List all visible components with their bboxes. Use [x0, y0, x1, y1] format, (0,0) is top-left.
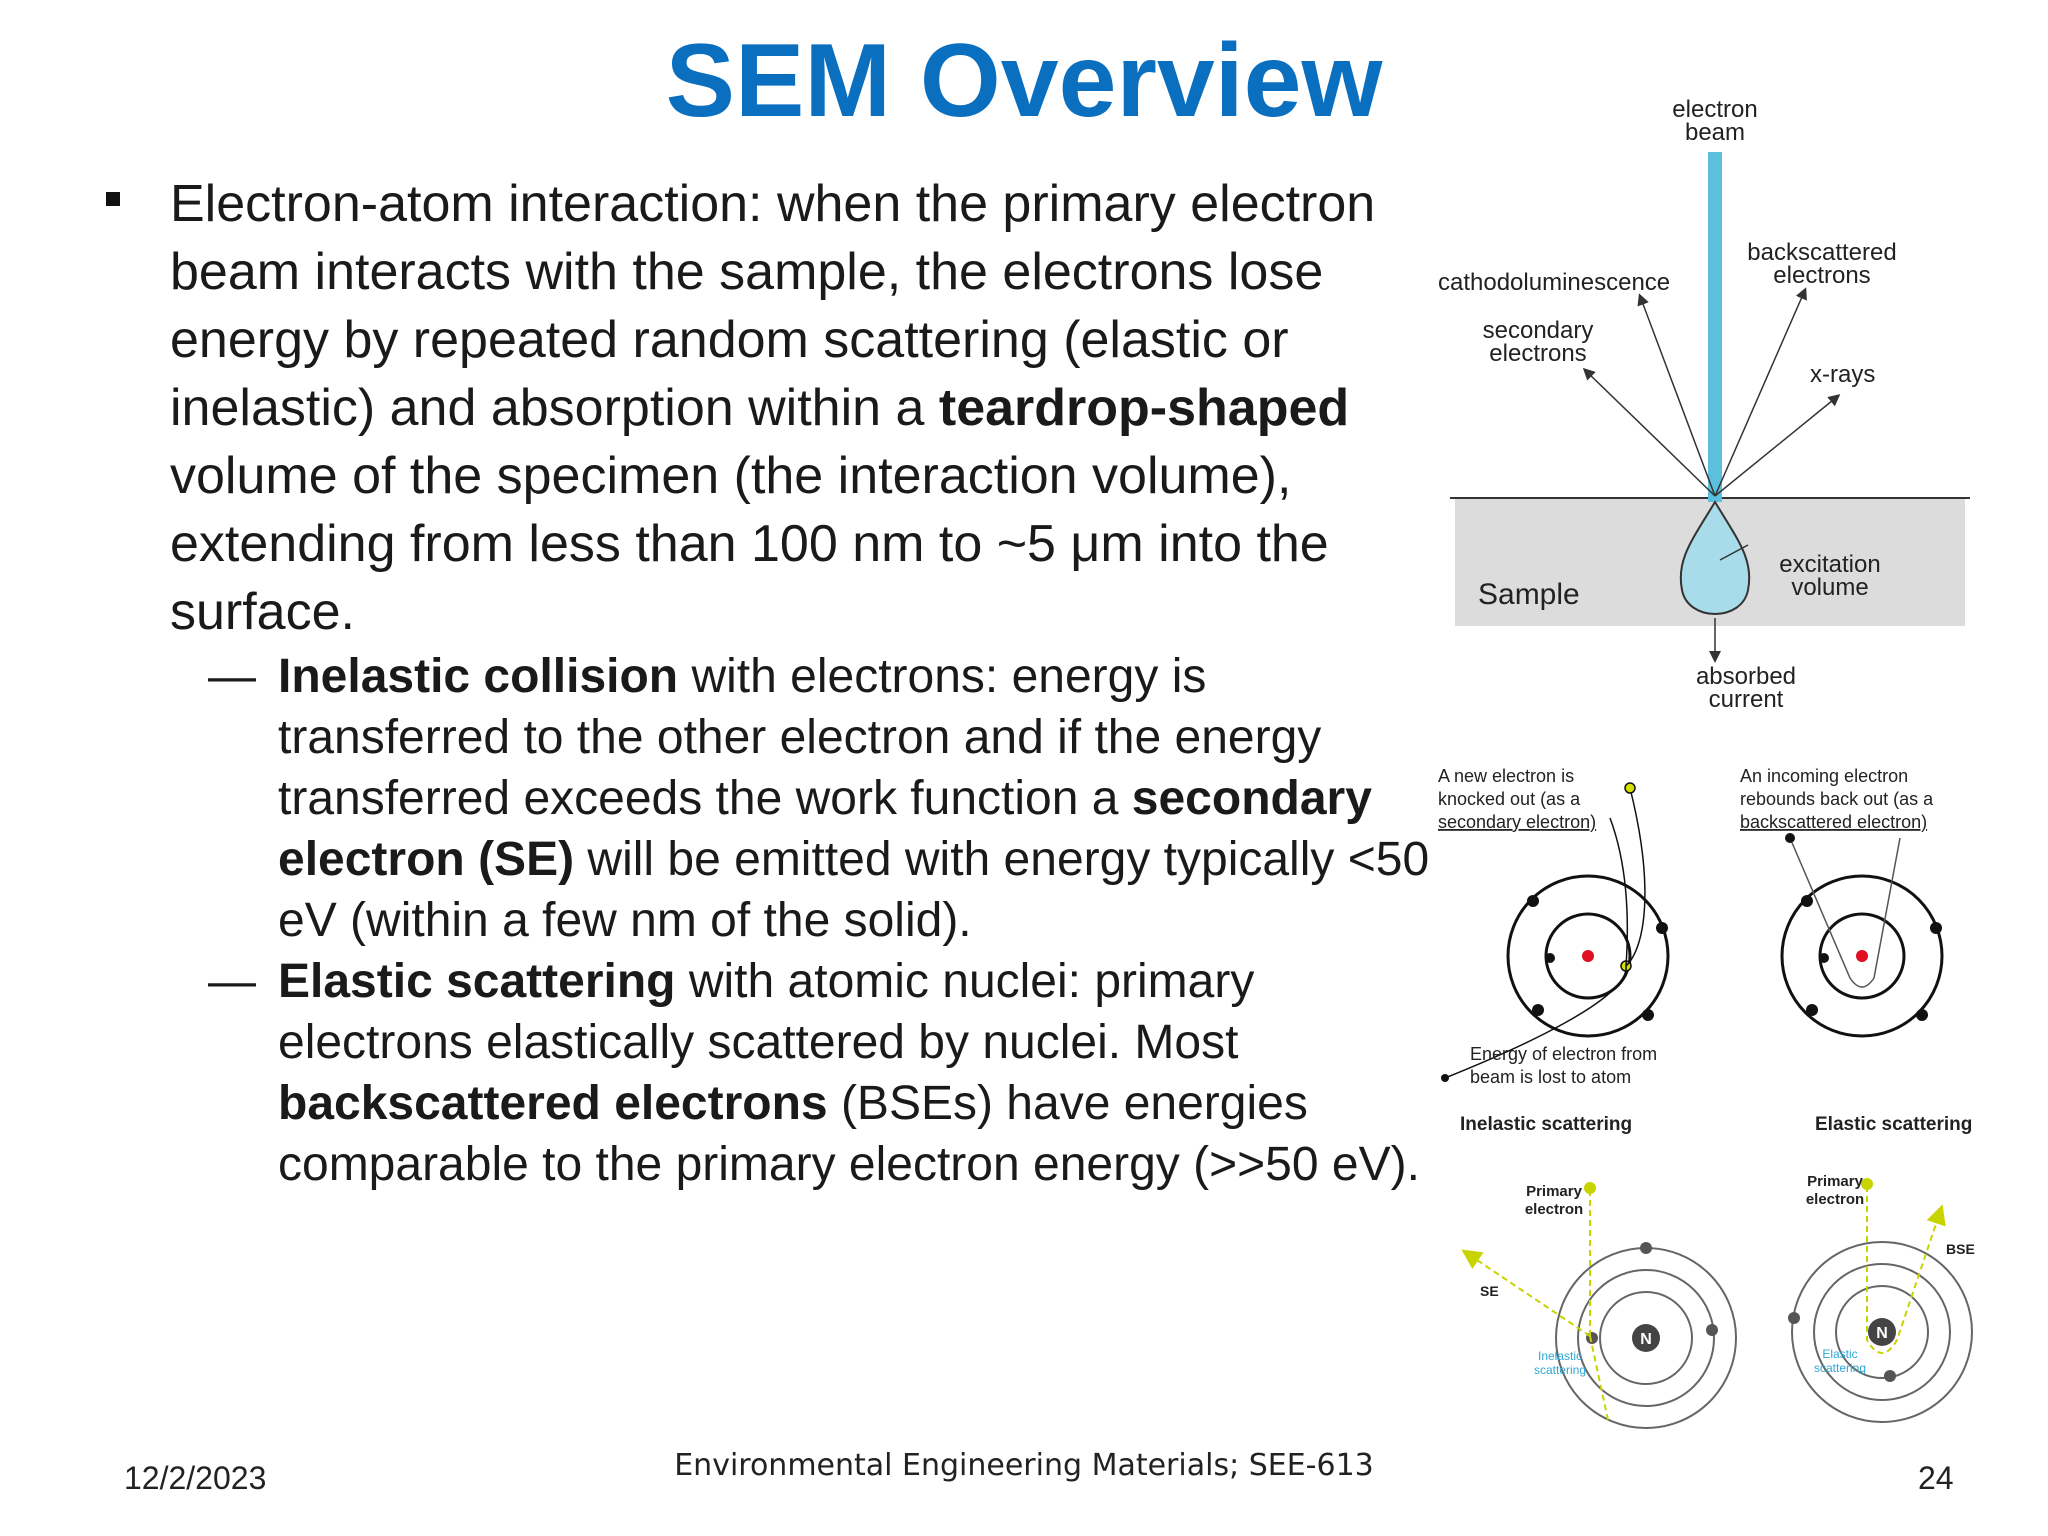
label-excitation-2: volume — [1791, 574, 1868, 601]
secondary-path-left — [1625, 787, 1646, 967]
label-absorbed-2: current — [1709, 686, 1784, 713]
label-elastic-1: Elastic — [1822, 1347, 1857, 1361]
electron-dot — [1527, 895, 1539, 907]
sub2-text-1: with atomic nuclei: primary electrons el… — [278, 955, 1255, 1069]
sub2-text-2: (BSEs) have energies comparable to the p… — [278, 1077, 1420, 1191]
bohr-atom-left: N — [1555, 1242, 1737, 1429]
dash-icon: — — [208, 650, 256, 703]
electron-dot — [1785, 833, 1795, 843]
energy-caption-2: beam is lost to atom — [1470, 1067, 1631, 1087]
nucleus-left-bohr — [1632, 1324, 1660, 1352]
inelastic-caption: Inelastic scattering — [1460, 1114, 1632, 1135]
label-elastic-2: scattering — [1814, 1361, 1866, 1375]
label-bse: BSE — [1946, 1241, 1975, 1257]
sub-bullet-elastic: — Elastic scattering with atomic nuclei:… — [100, 951, 1430, 1195]
label-electron-beam-1: electron — [1672, 96, 1757, 123]
label-excitation-1: excitation — [1779, 551, 1880, 578]
primary-electron-dot — [1584, 1182, 1596, 1194]
outer-shell-left — [1506, 874, 1670, 1038]
electron-dot — [1642, 1009, 1654, 1021]
footer-page-number: 24 — [1918, 1460, 1954, 1496]
nucleus-label-right: N — [1876, 1325, 1888, 1342]
se-emission-arrow — [1461, 1249, 1591, 1337]
label-bse-1: backscattered — [1747, 239, 1896, 266]
right-caption-1: An incoming electron — [1740, 766, 1908, 786]
sub2-bold-1: Elastic scattering — [278, 955, 676, 1008]
ejected-electron-dot — [1624, 782, 1636, 794]
left-caption-2: knocked out (as a — [1438, 789, 1581, 809]
label-cathodoluminescence: cathodoluminescence — [1438, 269, 1670, 296]
nucleus-right — [1856, 950, 1868, 962]
label-bse-2: electrons — [1773, 262, 1870, 289]
label-primary2-1: Primary — [1807, 1173, 1864, 1190]
sub1-text-1: with electrons: energy is transferred to… — [278, 650, 1322, 825]
bullet-list: Electron-atom interaction: when the prim… — [100, 170, 1430, 1195]
sub-bullet-inelastic: — Inelastic collision with electrons: en… — [100, 646, 1430, 951]
sub2-bold-2: backscattered electrons — [278, 1077, 828, 1130]
nucleus-left — [1582, 950, 1594, 962]
electron-dot — [1656, 922, 1668, 934]
primary-path-left — [1444, 817, 1629, 1079]
label-inelastic-2: scattering — [1534, 1363, 1586, 1377]
label-primary-1: Primary — [1526, 1183, 1583, 1200]
electron-dot — [1819, 953, 1829, 963]
label-absorbed-1: absorbed — [1696, 663, 1796, 690]
scattering-atoms-diagram: A new electron is knocked out (as a seco… — [1438, 766, 1972, 1135]
bse-arrow — [1714, 287, 1807, 497]
outer-shell-right — [1780, 874, 1944, 1038]
electron-dot — [1532, 1004, 1544, 1016]
excitation-pointer — [1719, 544, 1749, 561]
bohr-scattering-diagram: N Primary electron SE Inelastic scatteri… — [1461, 1173, 1975, 1429]
label-xrays: x-rays — [1810, 361, 1875, 388]
sub1-bold-2: secondary electron (SE) — [278, 772, 1372, 886]
electron-dot — [1916, 1009, 1928, 1021]
footer-date: 12/2/2023 — [124, 1460, 267, 1496]
primary-continue-path — [1589, 1335, 1609, 1421]
bse-rebound-path — [1866, 1186, 1946, 1354]
right-caption-3: backscattered electron) — [1740, 812, 1927, 832]
excitation-volume-teardrop — [1679, 500, 1751, 615]
bohr-atom-right: N — [1788, 1241, 1973, 1423]
nucleus-label-left: N — [1640, 1331, 1652, 1348]
sub1-text-2: will be emitted with energy typically <5… — [278, 833, 1430, 947]
right-caption-2: rebounds back out (as a — [1740, 789, 1934, 809]
bullet-bold-teardrop: teardrop-shaped — [938, 379, 1350, 437]
label-sample: Sample — [1478, 578, 1580, 611]
cathodo-arrow — [1637, 293, 1716, 497]
footer-course: Environmental Engineering Materials; SEE… — [674, 1448, 1374, 1483]
label-primary-2: electron — [1525, 1201, 1583, 1218]
slide-title: SEM Overview — [665, 23, 1383, 139]
nucleus-right-bohr — [1868, 1318, 1896, 1346]
elastic-caption: Elastic scattering — [1815, 1114, 1972, 1135]
electron-beam — [1708, 152, 1722, 502]
bullet-text-end: volume of the specimen (the interaction … — [170, 447, 1329, 641]
label-se: SE — [1480, 1283, 1499, 1299]
square-bullet-icon — [106, 192, 120, 206]
label-se-2: electrons — [1489, 340, 1586, 367]
electron-dot — [1930, 922, 1942, 934]
label-primary2-2: electron — [1806, 1191, 1864, 1208]
label-inelastic-1: Inelastic — [1538, 1349, 1582, 1363]
se-arrow — [1582, 367, 1716, 497]
label-electron-beam-2: beam — [1685, 119, 1745, 146]
sub1-bold-1: Inelastic collision — [278, 650, 679, 703]
dash-icon: — — [208, 955, 256, 1008]
label-se-1: secondary — [1483, 317, 1594, 344]
electron-dot — [1441, 1074, 1449, 1082]
electron-dot — [1545, 953, 1555, 963]
xray-arrow — [1714, 394, 1841, 497]
electron-dot — [1801, 895, 1813, 907]
left-caption-1: A new electron is — [1438, 766, 1574, 786]
primary-electron-dot — [1861, 1178, 1873, 1190]
bse-path-right — [1789, 837, 1901, 988]
electron-dot — [1806, 1004, 1818, 1016]
energy-caption-1: Energy of electron from — [1470, 1044, 1657, 1064]
interaction-diagram: electron beam cathodoluminescence backsc… — [1438, 96, 1970, 713]
left-caption-3: secondary electron) — [1438, 812, 1596, 832]
bullet-text: Electron-atom interaction: when the prim… — [170, 175, 1376, 437]
main-bullet: Electron-atom interaction: when the prim… — [100, 170, 1430, 646]
